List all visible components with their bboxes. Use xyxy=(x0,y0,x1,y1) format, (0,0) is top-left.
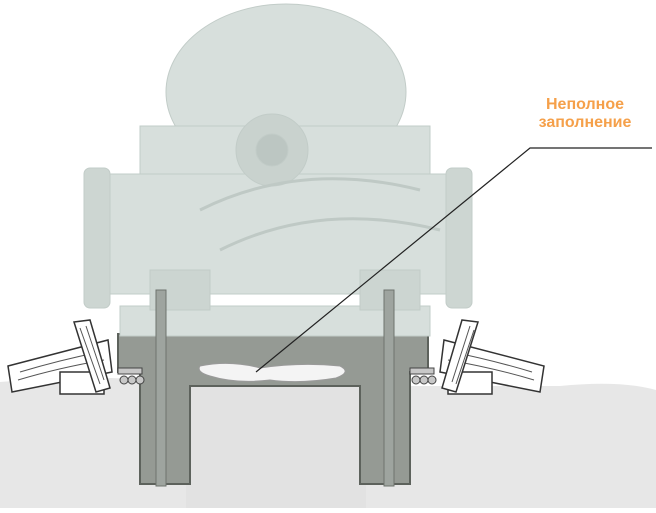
shim-right-top xyxy=(409,367,435,375)
pump-left-flange xyxy=(83,167,111,309)
callout-leader-line xyxy=(255,147,652,373)
shim-right-ball-3 xyxy=(427,375,437,385)
pump-baseplate xyxy=(119,305,431,337)
wedge-left-upright xyxy=(73,319,111,393)
pump-illustration xyxy=(83,3,473,337)
shim-left-ball-3 xyxy=(135,375,145,385)
wedge-right-upright-grain xyxy=(451,325,475,385)
shim-left-ball-1 xyxy=(119,375,129,385)
callout-label: Неполное заполнение xyxy=(520,96,650,132)
pump-volute-line-2 xyxy=(219,217,441,252)
anchor-bolts xyxy=(155,289,395,487)
wooden-wedges-right xyxy=(439,319,545,395)
anchor-bolt-right xyxy=(383,289,395,487)
pump-hub-inner xyxy=(255,133,289,167)
shim-left-top xyxy=(117,367,143,375)
callout-line-1: Неполное xyxy=(546,96,624,113)
shim-right-ball-1 xyxy=(411,375,421,385)
concrete-recess xyxy=(186,384,366,508)
shim-right-ball-2 xyxy=(419,375,429,385)
pump-right-flange xyxy=(445,167,473,309)
anchor-bolt-left xyxy=(155,289,167,487)
grout-void xyxy=(198,362,346,383)
pump-volute-line xyxy=(199,177,421,212)
wooden-wedges-left xyxy=(7,319,113,395)
shim-stacks xyxy=(117,367,437,385)
shim-left-ball-2 xyxy=(127,375,137,385)
callout-line-2: заполнение xyxy=(538,114,632,131)
wedge-left-upright-grain xyxy=(79,325,105,385)
